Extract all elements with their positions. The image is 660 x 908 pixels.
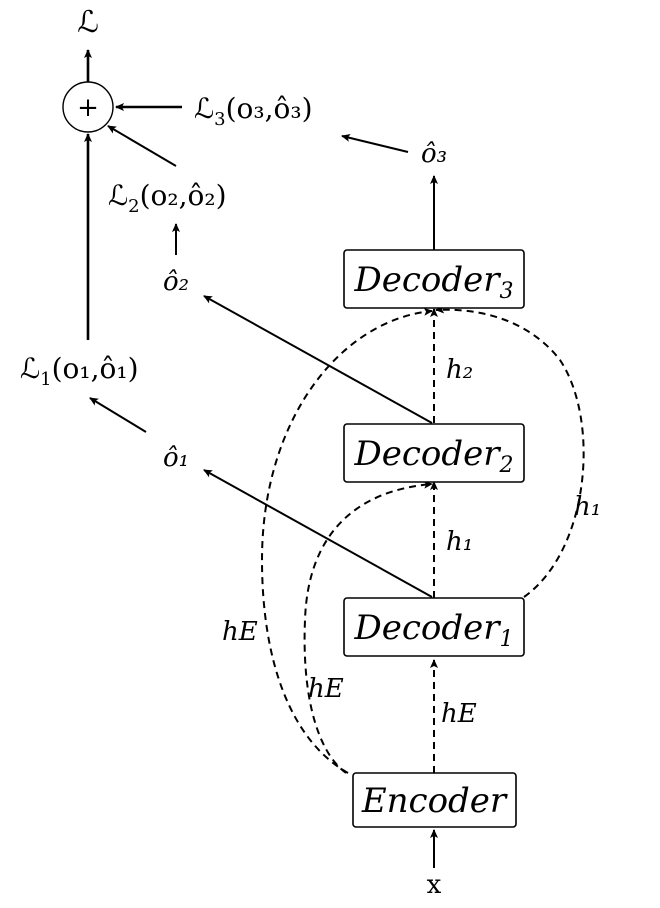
- edge-o3-to-loss3: [341, 133, 409, 153]
- decoder1-box: Decoder1: [343, 597, 525, 657]
- o3-hat-label: ô₃: [421, 139, 447, 169]
- decoder2-box: Decoder2: [343, 423, 525, 483]
- he-center-label: hE: [441, 699, 477, 729]
- loss3-label: ℒ3(o₃,ô₃): [194, 92, 313, 130]
- decoder3-box: Decoder3: [343, 249, 525, 309]
- edge-encoder-to-decoder3-skip: [260, 307, 433, 774]
- encoder-box: Encoder: [352, 772, 517, 828]
- input-x-label: x: [427, 870, 442, 900]
- edge-decoder1-to-o1: [203, 469, 433, 598]
- svg-text:Decoder3: Decoder3: [353, 260, 513, 304]
- h2-label: h₂: [446, 355, 473, 385]
- o1-hat-label: ô₁: [163, 443, 189, 473]
- edge-decoder2-to-o2: [203, 295, 433, 424]
- edge-decoder1-to-decoder3-skip: [435, 305, 585, 598]
- edge-o1-to-loss1: [89, 397, 147, 433]
- edge-loss2-to-sum: [107, 125, 177, 167]
- loss1-label: ℒ1(o₁,ô₁): [20, 352, 139, 390]
- svg-text:Decoder1: Decoder1: [353, 608, 513, 652]
- sum-symbol: +: [77, 93, 99, 123]
- h1-center-label: h₁: [446, 527, 473, 557]
- o2-hat-label: ô₂: [163, 267, 189, 297]
- loss2-label: ℒ2(o₂,ô₂): [108, 179, 227, 217]
- sum-node: +: [62, 81, 114, 133]
- svg-text:Encoder: Encoder: [361, 781, 508, 821]
- total-loss-label: ℒ: [77, 5, 99, 40]
- h1-right-label: h₁: [574, 492, 601, 522]
- he-left-outer-label: hE: [222, 617, 258, 647]
- he-left-inner-label: hE: [308, 674, 344, 704]
- svg-text:Decoder2: Decoder2: [353, 434, 513, 478]
